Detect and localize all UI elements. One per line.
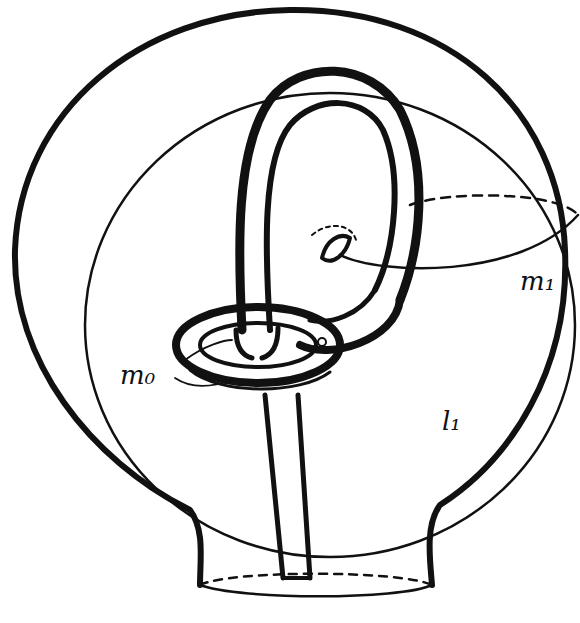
meridian-label: m₁	[518, 268, 557, 294]
meridian-label: m₀	[118, 362, 157, 388]
longitude-label: l₁	[440, 408, 463, 434]
